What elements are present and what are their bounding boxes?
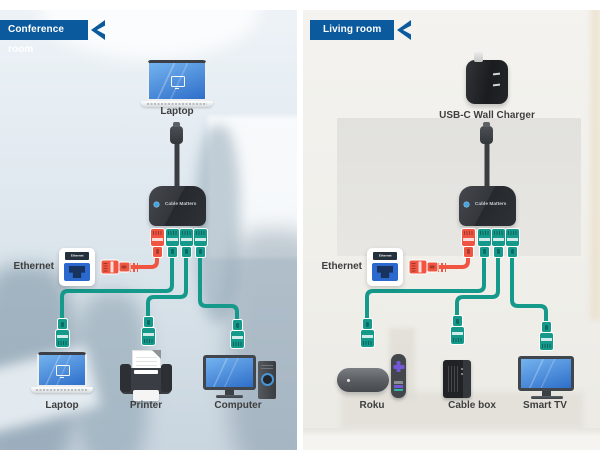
ethernet-jack-icon: Ethernet: [59, 248, 95, 286]
hub-brand: Cable Matters: [459, 201, 516, 207]
rj45-connector-teal-icon: [140, 316, 156, 346]
monitor-base: [216, 395, 243, 398]
ethernet-jack-icon: Ethernet: [367, 248, 403, 286]
panel-conference-room: Conference room Laptop Cable Matters Eth…: [0, 0, 297, 450]
brand-text: Cable Matters: [475, 201, 507, 207]
ethernet-label: Ethernet: [13, 261, 54, 272]
cable-strain-relief: [437, 262, 446, 272]
banner-living-room: Living room: [310, 20, 394, 40]
cables-living: [365, 137, 548, 329]
ethernet-label: Ethernet: [321, 261, 362, 272]
device-label: Cable box: [448, 400, 496, 411]
charger-ports: [493, 72, 500, 76]
rj45-connector-teal-icon: [476, 228, 492, 258]
rj45-connector-teal-icon: [229, 319, 245, 349]
lan-cable-smarttv: [510, 250, 548, 329]
rj45-plug-red-icon: [408, 259, 438, 275]
desktop-monitor-icon: [203, 355, 256, 390]
brand-logo-icon: [154, 201, 160, 207]
source-device-label: Laptop: [160, 106, 194, 117]
lan-cable-roku: [365, 250, 486, 326]
device-label: Printer: [129, 400, 163, 411]
roku-remote-icon: [391, 354, 406, 398]
lan-cable-laptop: [60, 250, 174, 326]
cables-conference: [60, 137, 239, 327]
charger-prong: [474, 52, 483, 62]
rj45-plug-red-icon: [100, 259, 130, 275]
banner-label: Conference room: [8, 24, 65, 55]
monitor-neck: [225, 390, 234, 395]
printer-icon: [120, 350, 172, 402]
usb-c-plug-icon: [170, 122, 183, 144]
top-margin: [303, 0, 600, 10]
device-label: Smart TV: [523, 400, 567, 411]
computer-tower-icon: [258, 361, 276, 399]
rj45-connector-red-icon: [149, 228, 165, 258]
banner-label: Living room: [323, 24, 382, 35]
remote-dpad-icon: [393, 361, 404, 372]
printer-paper: [132, 350, 161, 372]
source-device-label: USB-C Wall Charger: [439, 110, 535, 121]
device-label: Roku: [359, 400, 385, 411]
cable-box-icon: [443, 360, 471, 398]
printer-body: [120, 364, 172, 394]
smart-tv-icon: [518, 356, 574, 391]
rj45-connector-teal-icon: [504, 228, 520, 258]
tv-neck: [542, 391, 551, 396]
laptop-screen: [37, 352, 87, 387]
display-glyph-icon: [56, 365, 70, 378]
bg-wall-tv: [337, 118, 581, 256]
rj45-connector-teal-icon: [54, 318, 70, 348]
tv-base: [531, 396, 563, 399]
brand-text: Cable Matters: [165, 201, 197, 207]
rj45-connector-teal-icon: [538, 321, 554, 351]
rj45-connector-teal-icon: [192, 228, 208, 258]
rj45-connector-teal-icon: [164, 228, 180, 258]
lan-cable-printer: [146, 250, 188, 324]
laptop-base: [31, 387, 93, 393]
top-margin: [0, 0, 297, 10]
lan-cable-computer: [198, 250, 239, 327]
rj45-connector-teal-icon: [359, 318, 375, 348]
rj45-port-icon: [372, 263, 398, 281]
jack-faceplate-label: Ethernet: [65, 252, 89, 260]
ethernet-cable-red: [439, 250, 470, 269]
hub-device: Cable Matters: [459, 186, 516, 226]
roku-player-icon: [337, 368, 389, 392]
laptop-screen: [147, 60, 207, 101]
rj45-port-icon: [64, 263, 90, 281]
banner-conference-room: Conference room: [0, 20, 88, 55]
lan-cable-cablebox: [455, 250, 500, 323]
rj45-connector-teal-icon: [490, 228, 506, 258]
device-label: Computer: [214, 400, 262, 411]
laptop-icon: [141, 60, 213, 107]
printer-slot: [134, 370, 158, 374]
usb-c-plug-icon: [480, 122, 493, 144]
hub-brand: Cable Matters: [149, 201, 206, 207]
ethernet-cable-red: [130, 250, 159, 269]
rj45-connector-red-icon: [460, 228, 476, 258]
bg-curtain: [591, 0, 600, 320]
laptop-icon: [31, 352, 93, 393]
brand-logo-icon: [464, 201, 470, 207]
rj45-connector-teal-icon: [449, 315, 465, 345]
hub-device: Cable Matters: [149, 186, 206, 226]
device-label: Laptop: [45, 400, 79, 411]
display-glyph-icon: [171, 76, 185, 89]
printer-output-paper: [133, 390, 159, 401]
jack-faceplate-label: Ethernet: [373, 252, 397, 260]
panel-living-room: Living room USB-C Wall Charger Cable Mat…: [303, 0, 600, 450]
bg-floor: [303, 428, 600, 450]
laptop-base: [141, 101, 213, 107]
rj45-connector-teal-icon: [178, 228, 194, 258]
cable-strain-relief: [129, 262, 138, 272]
remote-buttons: [394, 381, 403, 391]
wall-charger-icon: [466, 52, 508, 104]
